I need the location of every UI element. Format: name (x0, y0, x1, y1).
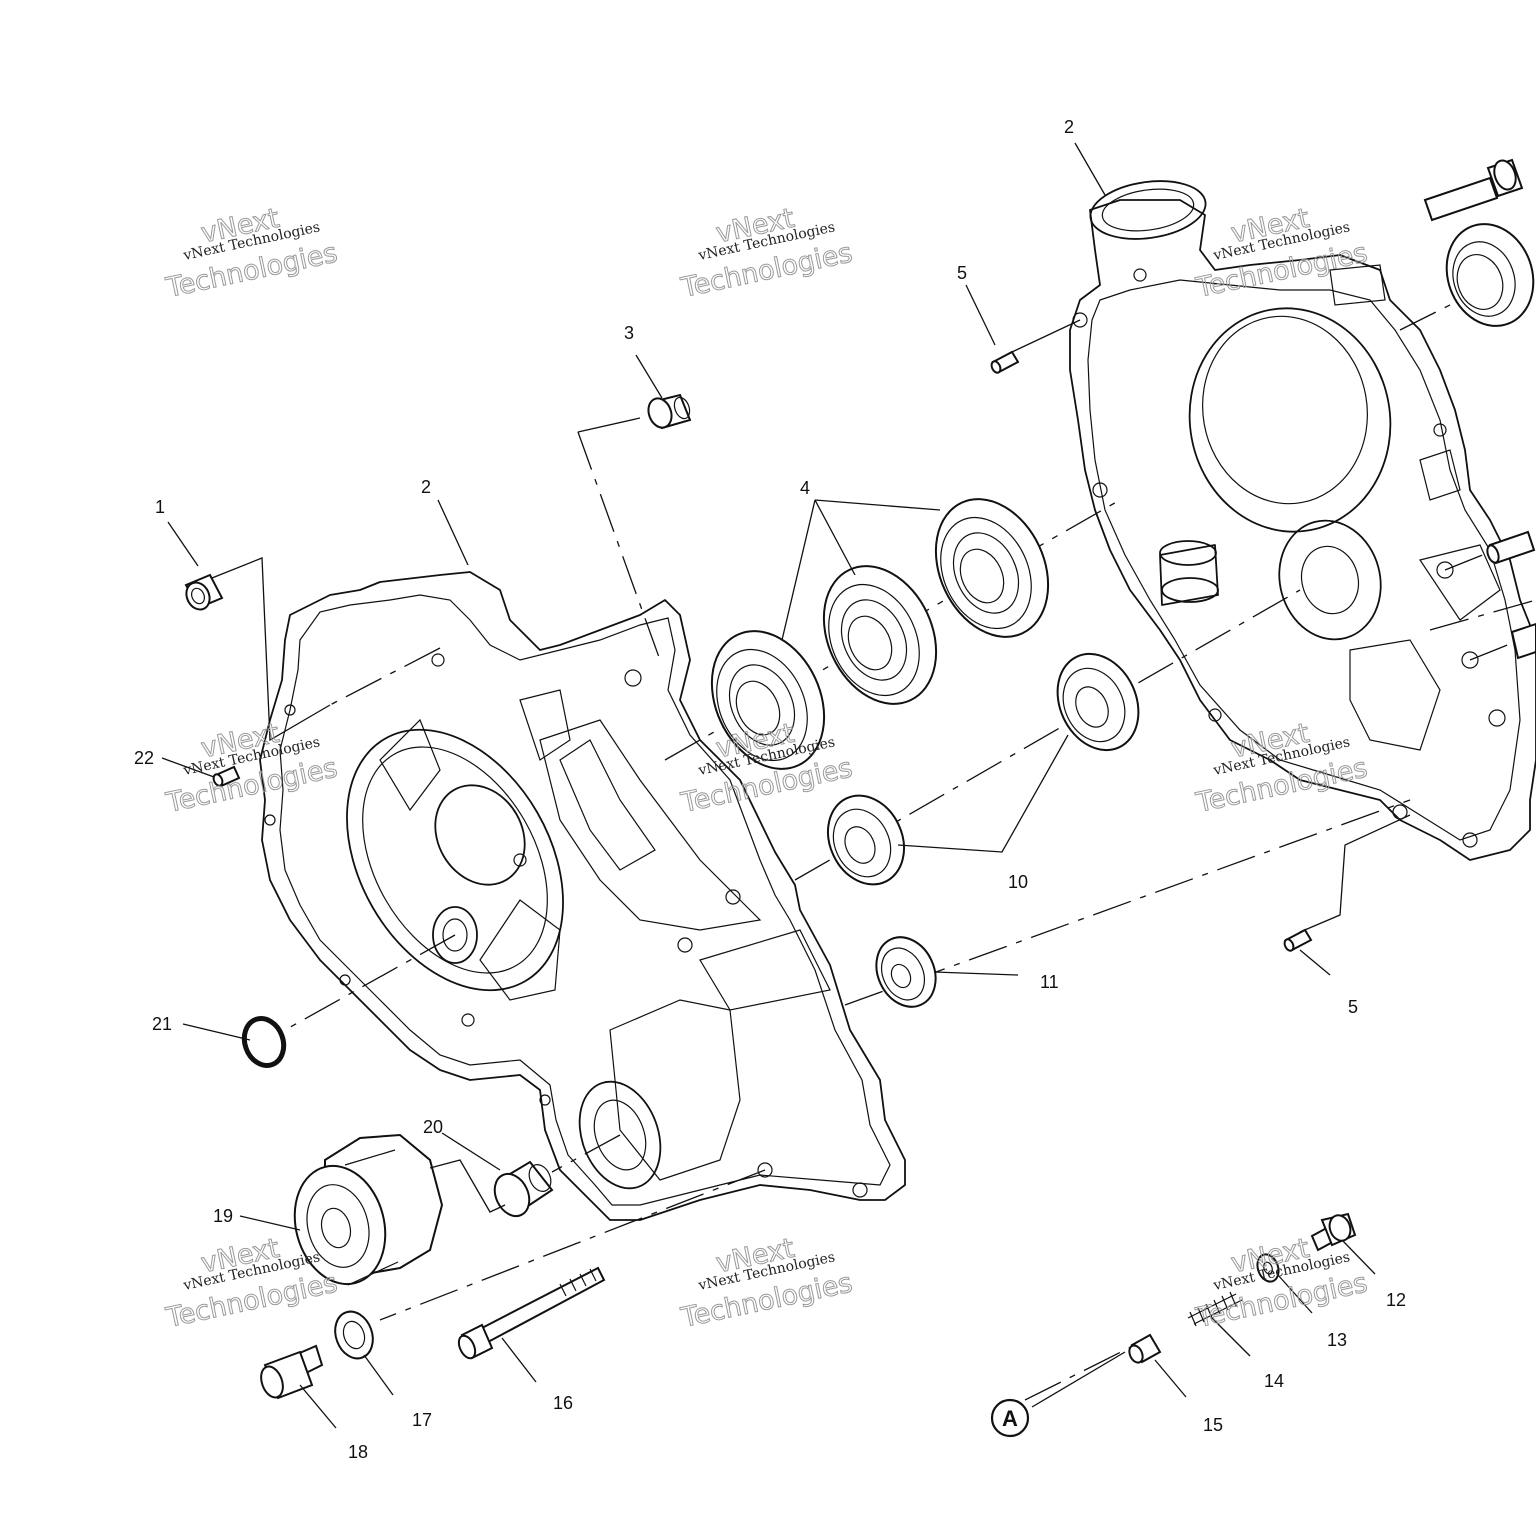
label-18: 18 (348, 1442, 368, 1462)
label-15: 15 (1203, 1415, 1223, 1435)
label-11: 11 (1040, 972, 1059, 992)
part-number-labels: 1 2 2 3 4 5 5 10 11 12 13 14 15 16 17 18… (134, 117, 1406, 1462)
part-11-bearing (875, 936, 937, 1008)
part-4-bearing-a (710, 630, 826, 770)
watermark-2: vNext vNext Technologies Technologies (677, 202, 855, 304)
part-5-dowel-pin-top (990, 350, 1020, 374)
part-21-o-ring (241, 1016, 287, 1068)
part-4-bearing-c (934, 498, 1050, 638)
leader-lines (161, 142, 1411, 1429)
dowel-right-side (1486, 530, 1536, 565)
label-10: 10 (1008, 872, 1028, 892)
watermark-6: vNext vNext Technologies Technologies (1192, 717, 1370, 819)
part-1-dowel-sleeve (184, 573, 224, 611)
reference-marker-a (990, 1398, 1030, 1438)
part-4-bearing-b (822, 565, 938, 705)
label-2-right: 2 (1064, 117, 1074, 137)
part-15-plunger (1128, 1333, 1162, 1364)
label-20: 20 (423, 1117, 443, 1137)
right-crankcase (1069, 180, 1536, 861)
part-14-spring (1187, 1291, 1243, 1327)
part-22-dowel-pin (212, 765, 241, 788)
part-5-dowel-pin-bottom (1283, 928, 1313, 952)
watermark-1: vNext vNext Technologies Technologies (162, 202, 340, 304)
part-17-washer (334, 1310, 374, 1360)
watermark-4: vNext vNext Technologies Technologies (162, 717, 340, 819)
part-16-stud-bolt (457, 1266, 606, 1360)
label-3: 3 (624, 323, 634, 343)
label-1: 1 (155, 497, 165, 517)
bolt-top-right (1423, 158, 1524, 222)
label-5-bottom: 5 (1348, 997, 1358, 1017)
part-10-bearing-a (827, 794, 905, 886)
label-2-left: 2 (421, 477, 431, 497)
label-22: 22 (134, 748, 154, 768)
oil-seal-top-right (1445, 223, 1535, 327)
label-21: 21 (152, 1014, 172, 1034)
label-reference-a: A (1002, 1406, 1018, 1431)
bolt-right-side (1510, 622, 1536, 660)
part-12-bolt (1310, 1212, 1357, 1252)
label-5-top: 5 (957, 263, 967, 283)
watermark-8: vNext vNext Technologies Technologies (677, 1232, 855, 1334)
watermark-5: vNext vNext Technologies Technologies (677, 717, 855, 819)
part-20-collar (493, 1160, 554, 1218)
label-17: 17 (412, 1410, 432, 1430)
part-19-rotor (293, 1133, 444, 1286)
watermark-3: vNext vNext Technologies Technologies (1192, 202, 1370, 304)
label-14: 14 (1264, 1371, 1284, 1391)
part-13-washer (1256, 1253, 1280, 1283)
label-12: 12 (1386, 1290, 1406, 1310)
part-18-drain-plug (260, 1344, 324, 1400)
label-4: 4 (800, 478, 810, 498)
part-10-bearing-b (1056, 652, 1140, 752)
label-16: 16 (553, 1393, 573, 1413)
left-crankcase (259, 571, 906, 1221)
label-13: 13 (1327, 1330, 1347, 1350)
label-19: 19 (213, 1206, 233, 1226)
part-3-dowel-sleeve (647, 393, 692, 430)
